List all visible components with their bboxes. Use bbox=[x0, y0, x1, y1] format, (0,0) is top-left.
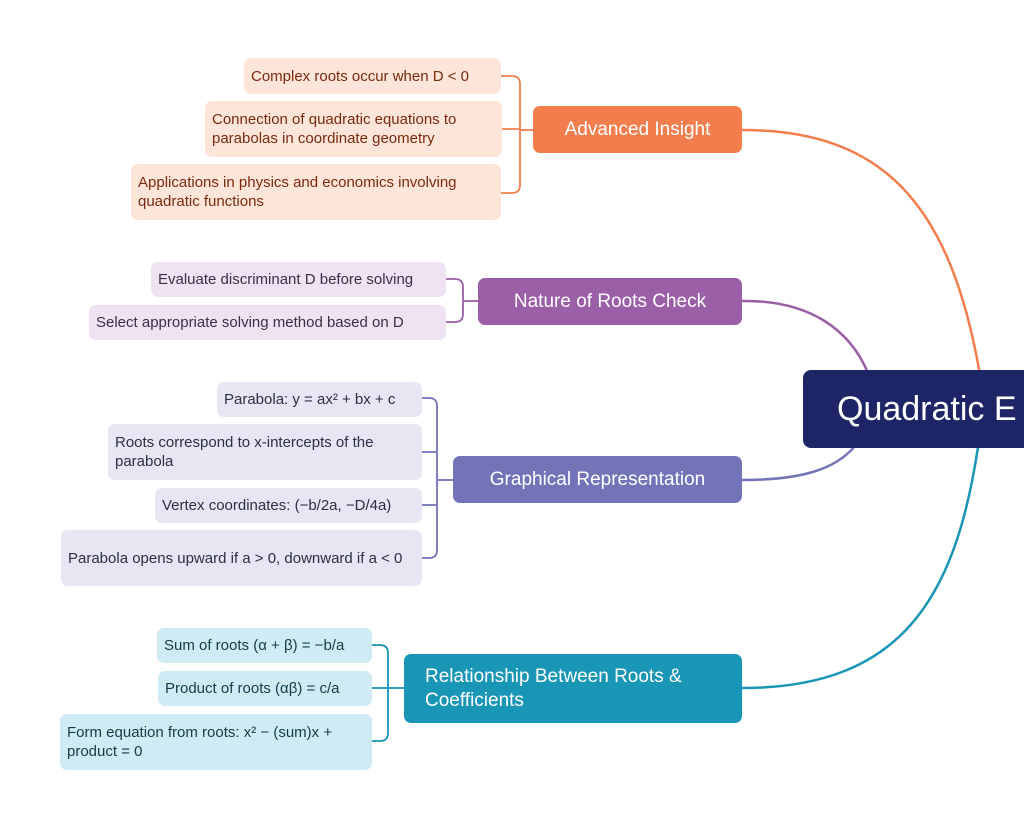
leaf-relationship-1[interactable]: Sum of roots (α + β) = −b/a bbox=[157, 628, 372, 663]
branch-title: Relationship Between Roots & Coefficient… bbox=[425, 665, 682, 711]
branch-title: Graphical Representation bbox=[489, 468, 706, 490]
leaf-advanced-3[interactable]: Applications in physics and economics in… bbox=[131, 164, 501, 220]
leaf-graphical-4[interactable]: Parabola opens upward if a > 0, downward… bbox=[61, 530, 422, 586]
leaf-nature-2[interactable]: Select appropriate solving method based … bbox=[89, 305, 446, 340]
bracket-relationship bbox=[372, 644, 404, 742]
leaf-relationship-3[interactable]: Form equation from roots: x² − (sum)x + … bbox=[60, 714, 372, 770]
link-advanced bbox=[741, 128, 982, 376]
branch-graphical-representation[interactable]: Graphical Representation bbox=[453, 456, 742, 503]
bracket-graphical bbox=[422, 397, 453, 559]
leaf-graphical-1[interactable]: Parabola: y = ax² + bx + c bbox=[217, 382, 422, 417]
central-topic-title: Quadratic E bbox=[837, 389, 1017, 428]
bracket-nature bbox=[446, 278, 478, 323]
branch-title: Nature of Roots Check bbox=[513, 290, 707, 312]
leaf-nature-1[interactable]: Evaluate discriminant D before solving bbox=[151, 262, 446, 297]
link-nature bbox=[741, 299, 870, 374]
branch-nature-of-roots[interactable]: Nature of Roots Check bbox=[478, 278, 742, 325]
leaf-advanced-1[interactable]: Complex roots occur when D < 0 bbox=[244, 58, 501, 94]
branch-relationship-roots-coefficients[interactable]: Relationship Between Roots & Coefficient… bbox=[404, 654, 742, 723]
bracket-advanced bbox=[501, 75, 533, 194]
link-relationship bbox=[741, 446, 980, 690]
branch-advanced-insight[interactable]: Advanced Insight bbox=[533, 106, 742, 153]
leaf-graphical-2[interactable]: Roots correspond to x-intercepts of the … bbox=[108, 424, 422, 480]
leaf-advanced-2[interactable]: Connection of quadratic equations to par… bbox=[205, 101, 502, 157]
link-graphical bbox=[741, 445, 856, 482]
leaf-relationship-2[interactable]: Product of roots (αβ) = c/a bbox=[158, 671, 372, 706]
central-topic[interactable]: Quadratic E bbox=[803, 370, 1024, 448]
branch-title: Advanced Insight bbox=[564, 118, 711, 140]
leaf-graphical-3[interactable]: Vertex coordinates: (−b/2a, −D/4a) bbox=[155, 488, 422, 523]
